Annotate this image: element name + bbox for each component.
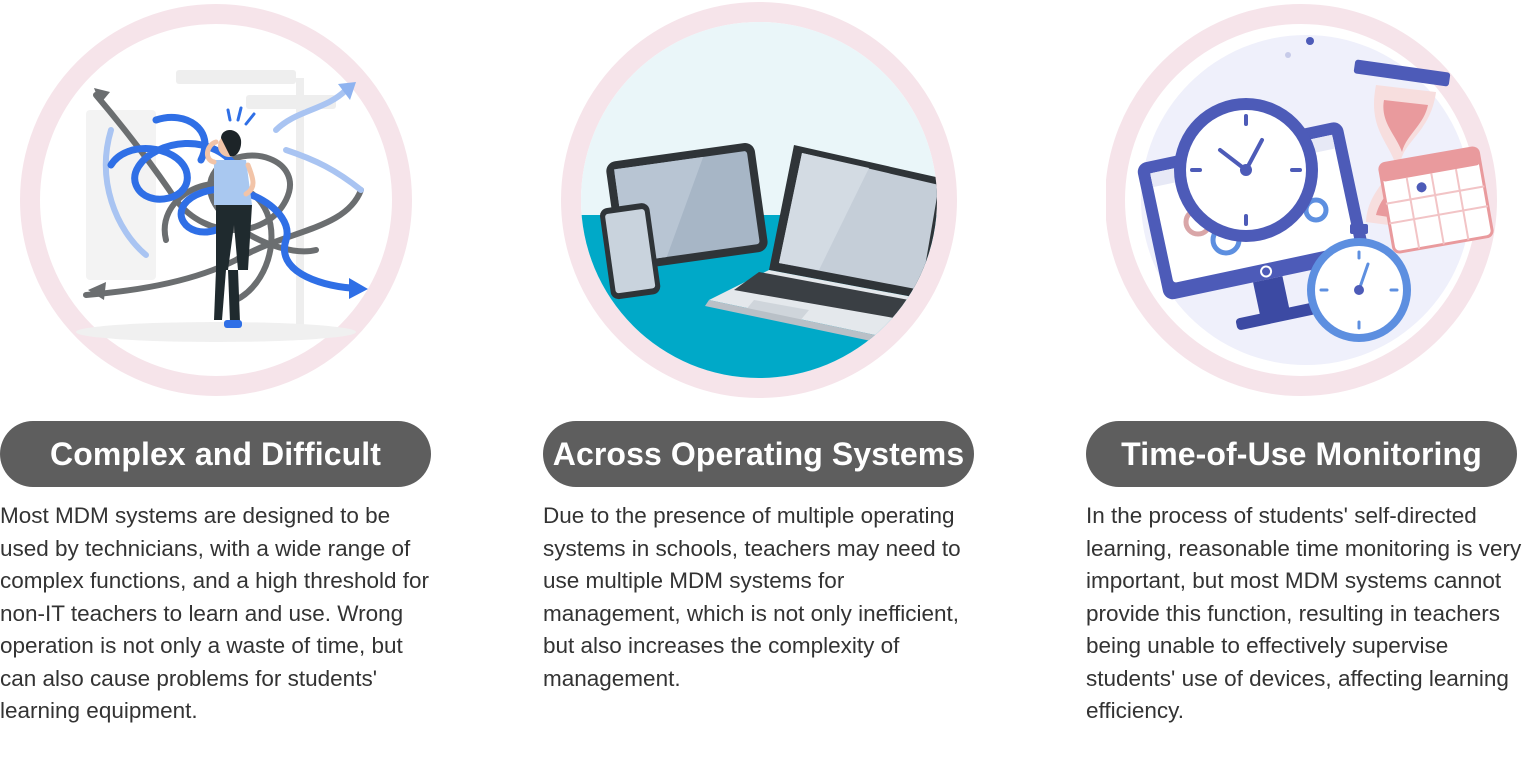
card-title-time-monitoring: Time-of-Use Monitoring	[1086, 421, 1517, 487]
card-body-operating-systems: Due to the presence of multiple operatin…	[543, 503, 961, 691]
feature-card-operating-systems: Across Operating Systems Due to the pres…	[543, 0, 983, 770]
confused-person-tangled-arrows-icon	[20, 4, 412, 396]
feature-card-complex: Complex and Difficult Most MDM systems a…	[0, 0, 440, 770]
card-body-complex: Most MDM systems are designed to be used…	[0, 503, 430, 723]
card-title-complex: Complex and Difficult	[0, 421, 431, 487]
feature-card-time-monitoring: Time-of-Use Monitoring In the process of…	[1086, 0, 1526, 770]
devices-tablet-phone-laptop-icon	[561, 2, 957, 398]
clock-monitor-hourglass-icon	[1106, 4, 1497, 396]
card-title-operating-systems: Across Operating Systems	[543, 421, 974, 487]
card-body-time-monitoring: In the process of students' self-directe…	[1086, 503, 1522, 723]
